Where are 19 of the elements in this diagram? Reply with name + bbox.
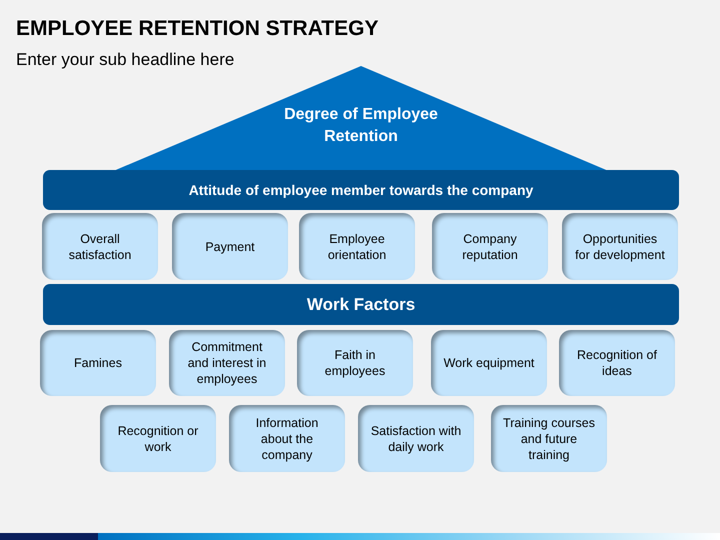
header-band: Work Factors xyxy=(43,284,679,325)
factor-card: Satisfaction with daily work xyxy=(358,405,474,472)
header-band: Attitude of employee member towards the company xyxy=(43,170,679,210)
page-title: EMPLOYEE RETENTION STRATEGY xyxy=(16,16,378,42)
factor-card: Company reputation xyxy=(432,213,548,280)
factor-card: Commitment and interest in employees xyxy=(169,330,285,396)
factor-card: Training courses and future training xyxy=(491,405,607,472)
subtitle: Enter your sub headline here xyxy=(16,49,234,70)
factor-card: Recognition or work xyxy=(100,405,216,472)
factor-card: Famines xyxy=(40,330,156,396)
factor-card: Payment xyxy=(172,213,288,280)
factor-card: Recognition of ideas xyxy=(559,330,675,396)
factor-card: Overall satisfaction xyxy=(42,213,158,280)
roof-title: Degree of Employee Retention xyxy=(283,105,439,147)
factor-card: Work equipment xyxy=(431,330,547,396)
factor-card: Opportunities for development xyxy=(562,213,678,280)
factor-card: Faith in employees xyxy=(297,330,413,396)
factor-card: Employee orientation xyxy=(299,213,415,280)
factor-card: Information about the company xyxy=(229,405,345,472)
